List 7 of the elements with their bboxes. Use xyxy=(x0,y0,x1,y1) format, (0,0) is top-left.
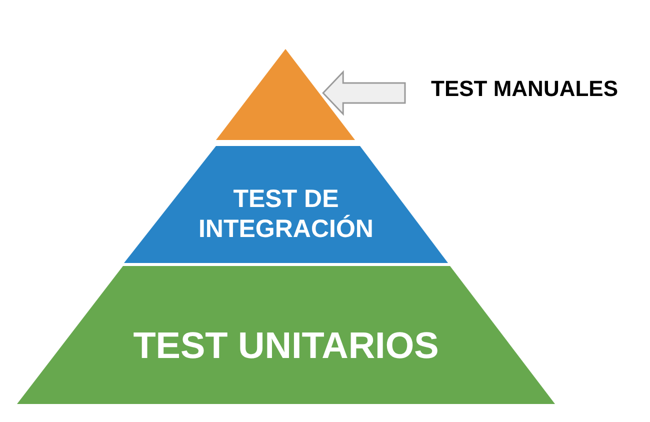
tier-label: TEST UNITARIOS xyxy=(133,324,439,368)
pyramid-base-tier xyxy=(17,266,555,404)
callout-label: TEST MANUALES xyxy=(405,77,618,101)
block-arrow xyxy=(322,70,406,116)
pyramid-middle-tier xyxy=(124,146,448,263)
pyramid-apex-triangle xyxy=(216,49,355,140)
tier-label: TEST DE INTEGRACIÓN xyxy=(197,184,374,244)
